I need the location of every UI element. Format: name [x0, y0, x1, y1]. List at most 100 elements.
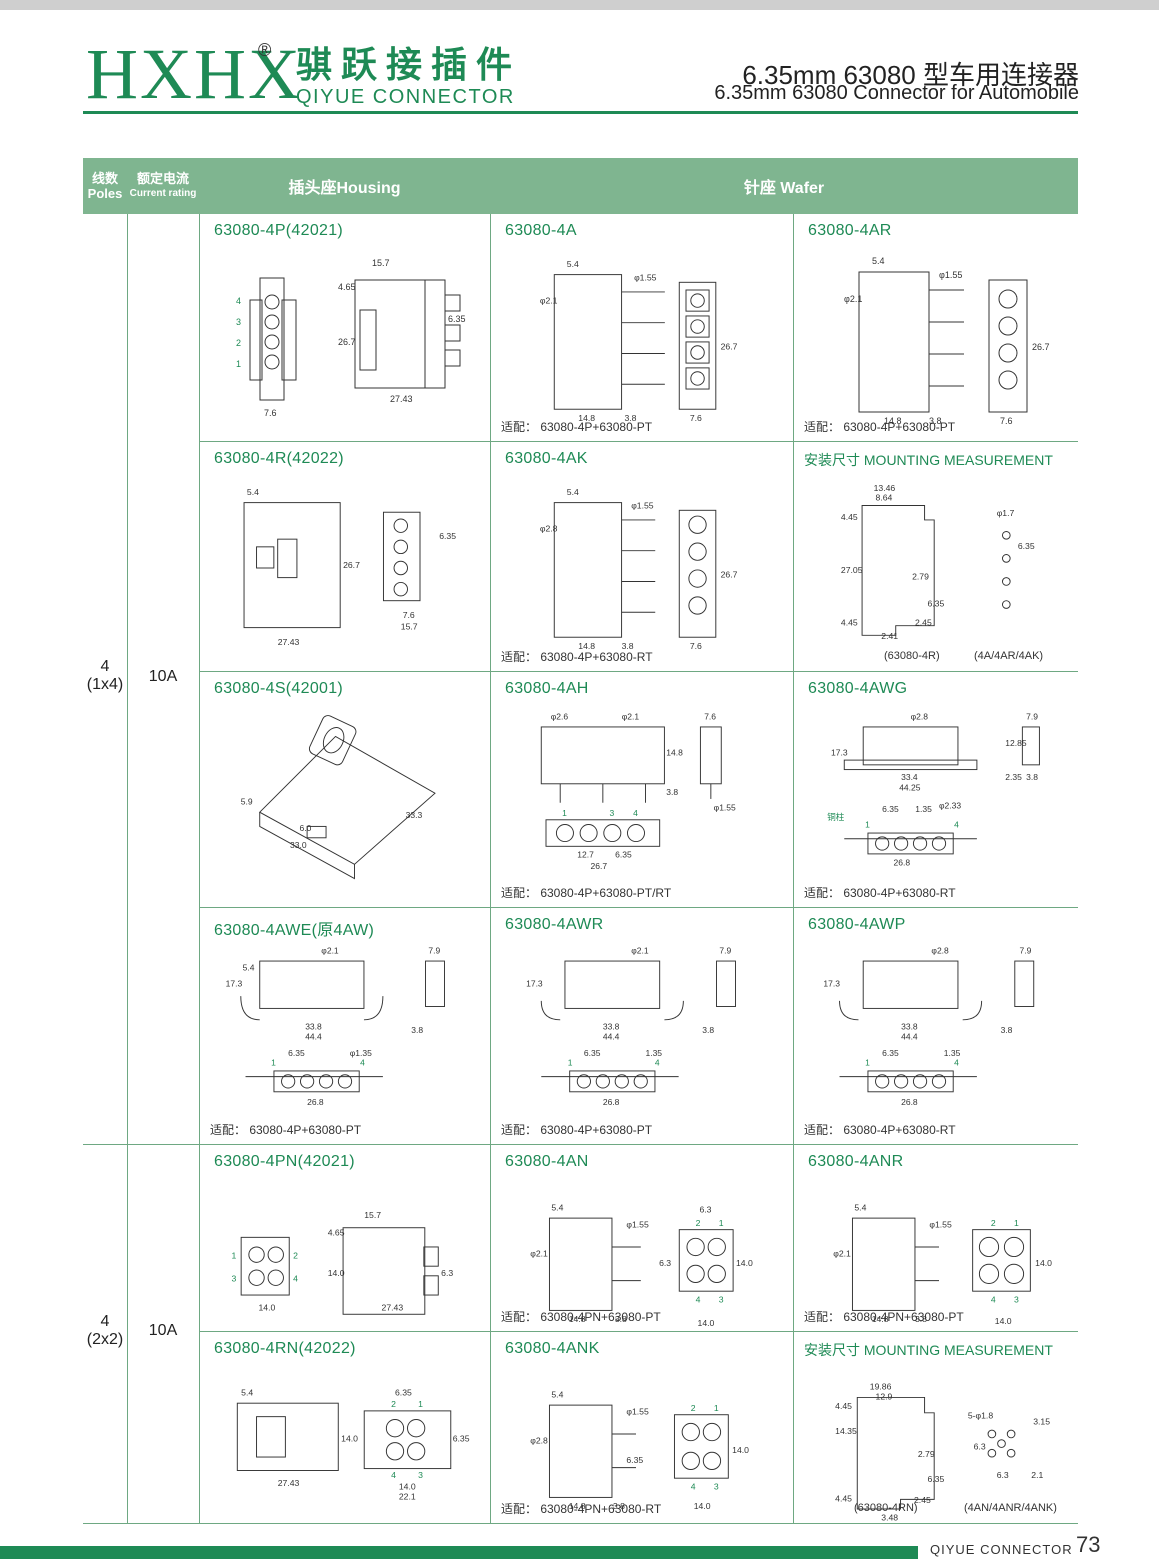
dim-7-9: 7.9: [1020, 945, 1032, 955]
dim-6-35: 6.35: [615, 850, 632, 860]
cell-63080-4p: 63080-4P(42021) 4 3 2 1 7.6 15.7 4.65 26…: [200, 214, 490, 441]
dim-13-46: 13.46: [874, 483, 896, 493]
pin-label-1: 1: [714, 1403, 719, 1413]
model-name: 63080-4AWP: [808, 916, 906, 933]
dim-14-0: 14.0: [732, 1445, 749, 1455]
dim-26-8: 26.8: [901, 1097, 918, 1107]
dim-1-35: 1.35: [944, 1048, 961, 1058]
cell-63080-4ank: 63080-4ANK 5.4 φ2.8 φ1.55 6.35 14.8 3.8 …: [491, 1332, 793, 1523]
pin-label-4: 4: [954, 1057, 959, 1067]
dim-7-9: 7.9: [1026, 711, 1038, 721]
dim-phi2-1: φ2.1: [622, 711, 640, 721]
dim-15-7: 15.7: [401, 622, 418, 632]
dim-phi2-8: φ2.8: [931, 945, 949, 955]
cell-63080-4s: 63080-4S(42001) 5.9 6.0 33.0 33.3: [200, 672, 490, 907]
pin-label-3: 3: [236, 317, 241, 327]
dim-3-15: 3.15: [1033, 1416, 1050, 1426]
dim-6-35: 6.35: [288, 1048, 305, 1058]
dim-2-1: 2.1: [1031, 1470, 1043, 1480]
dim-6-35: 6.35: [927, 598, 944, 608]
dim-27-43: 27.43: [382, 1302, 404, 1312]
dim-phi1-55: φ1.55: [626, 1220, 649, 1230]
dim-26-7: 26.7: [721, 342, 738, 352]
pin-label-1: 1: [418, 1399, 423, 1409]
cell-63080-4anr: 63080-4ANR 5.4 φ2.1 φ1.55 14.8 3.8 14.0 …: [794, 1145, 1078, 1331]
dim-phi2-1: φ2.1: [631, 945, 649, 955]
pin-label-4: 4: [954, 819, 959, 829]
dim-4-65: 4.65: [338, 282, 356, 292]
dim-phi2-8: φ2.8: [911, 711, 929, 721]
dim-3-8: 3.8: [702, 1025, 714, 1035]
dim-14-0b: 14.0: [328, 1268, 345, 1278]
dim-3-8: 3.8: [411, 1025, 423, 1035]
dim-33-3: 33.3: [406, 810, 423, 820]
pin-label-4: 4: [696, 1295, 701, 1305]
footer-brand: QIYUE CONNECTOR: [930, 1542, 1073, 1557]
cell-63080-4awe: 63080-4AWE(原4AW) φ2.1 7.9 17.3 5.4 33.8 …: [200, 908, 490, 1144]
group2-poles: 4(2x2): [86, 1313, 124, 1348]
dim-14-0: 14.0: [736, 1258, 753, 1268]
grid-v2: [199, 214, 200, 1523]
dim-1-35: 1.35: [915, 804, 932, 814]
dim-2-45: 2.45: [915, 618, 932, 628]
dim-22-1: 22.1: [399, 1491, 416, 1501]
dim-2-41: 2.41: [881, 631, 898, 641]
drawing-4an: 5.4 φ2.1 φ1.55 14.8 3.8 6.3 6.3 14.0 2 1…: [530, 1202, 753, 1327]
pin-label-4: 4: [655, 1057, 660, 1067]
dim-phi1-55: φ1.55: [626, 1407, 649, 1417]
fit-note: 适配： 63080-4P+63080-RT: [804, 886, 956, 900]
dim-33-0: 33.0: [290, 840, 307, 850]
pin-label-3: 3: [719, 1295, 724, 1305]
pin-label-4: 4: [633, 808, 638, 818]
drawing-4a: 5.4 φ2.1 φ1.55 14.8 3.8 26.7 7.6: [540, 259, 738, 423]
pin-label-3: 3: [1014, 1295, 1019, 1305]
dim-17-3: 17.3: [823, 979, 840, 989]
pin-label-4: 4: [236, 296, 241, 306]
fit-note: 适配： 63080-4P+63080-RT: [501, 650, 653, 664]
mounting-title: 安装尺寸 MOUNTING MEASUREMENT: [804, 1342, 1053, 1358]
dim-14-8: 14.8: [569, 1501, 586, 1511]
company-name-cn: 骐跃接插件: [296, 44, 522, 85]
dim-14-0: 14.0: [1035, 1258, 1052, 1268]
cell-63080-4ar: 63080-4AR 5.4 φ2.1 φ1.55 14.8 3.8 26.7 7…: [794, 214, 1078, 441]
drawing-4pn: 1 2 3 4 14.0 15.7 4.65 14.0 6.3 27.43: [232, 1210, 453, 1315]
dim-27-43: 27.43: [390, 394, 413, 404]
fit-note: 适配： 63080-4P+63080-RT: [804, 1123, 956, 1137]
pin-label-4: 4: [391, 1470, 396, 1480]
cell-63080-4pn: 63080-4PN(42021) 1 2 3 4 14.0 15.7 4.65 …: [200, 1145, 490, 1331]
dim-5-9: 5.9: [241, 797, 253, 807]
dim-3-48: 3.48: [881, 1513, 898, 1523]
dim-phi1-55: φ1.55: [631, 500, 654, 510]
model-name: 63080-4AWR: [505, 916, 604, 933]
pin-label-1: 1: [271, 1057, 276, 1067]
drawing-4p: 4 3 2 1 7.6 15.7 4.65 26.7 6.35 27.43: [236, 258, 466, 418]
drawing-4anr: 5.4 φ2.1 φ1.55 14.8 3.8 14.0 2 1 4 3 14.…: [833, 1202, 1052, 1325]
dim-phi1-55: φ1.55: [929, 1220, 952, 1230]
model-name: 63080-4AR: [808, 222, 892, 239]
dim-27-43: 27.43: [278, 637, 300, 647]
drawing-4awp: φ2.8 7.9 17.3 33.8 44.4 3.8 6.35 1.35 1 …: [823, 945, 1035, 1107]
dim-15-7: 15.7: [364, 1210, 381, 1220]
dim-44-4: 44.4: [603, 1032, 620, 1042]
dim-6-3b: 6.3: [997, 1470, 1009, 1480]
dim-3-8: 3.8: [1026, 772, 1038, 782]
pin-label-2: 2: [236, 338, 241, 348]
grid-h2: [199, 671, 1078, 672]
dim-6-0: 6.0: [300, 823, 312, 833]
pin-label-1: 1: [562, 808, 567, 818]
pin-label-1: 1: [568, 1057, 573, 1067]
fit-note: 适配： 63080-4P+63080-PT: [501, 420, 653, 434]
pin-label-1: 1: [865, 1057, 870, 1067]
cell-mounting-1x4: 安装尺寸 MOUNTING MEASUREMENT 13.46 8.64 4.4…: [794, 442, 1078, 671]
dim-7-6: 7.6: [690, 641, 702, 651]
dim-3-8: 3.8: [666, 787, 678, 797]
dim-phi2-33: φ2.33: [939, 800, 961, 810]
drawing-4awg: φ2.8 7.9 17.3 12.85 33.4 44.25 2.35 3.8 …: [827, 711, 1040, 867]
drawing-4ank: 5.4 φ2.8 φ1.55 6.35 14.8 3.8 14.0 2 1 4 …: [530, 1389, 749, 1511]
drawing-4ak: 5.4 φ2.8 φ1.55 14.8 3.8 26.7 7.6: [540, 487, 738, 651]
company-name-en: QIYUE CONNECTOR: [296, 86, 515, 108]
dim-3-8: 3.8: [929, 416, 942, 426]
top-bar: [0, 0, 1159, 10]
grid-v4: [793, 214, 794, 1523]
